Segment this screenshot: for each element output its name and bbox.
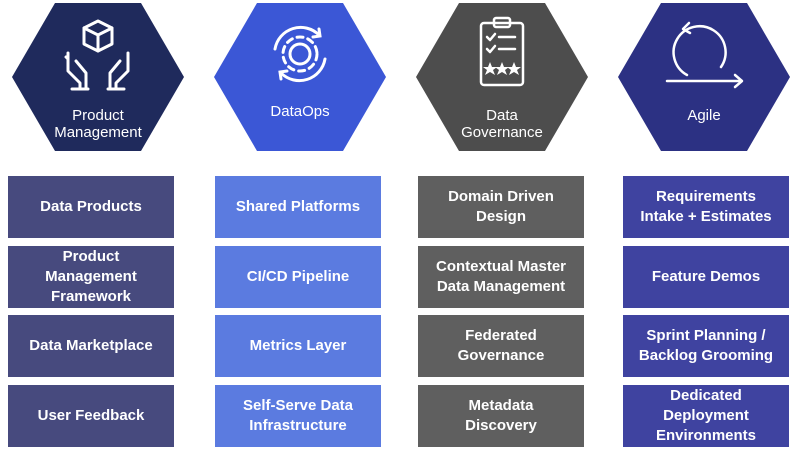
hexagon-product-management: Product Management <box>12 3 184 151</box>
card-federated-governance: Federated Governance <box>418 315 584 377</box>
column-product-management: Product Management Data Products Product… <box>8 0 188 460</box>
hexagon-title: DataOps <box>270 103 330 120</box>
column-agile: Agile Requirements Intake + Estimates Fe… <box>614 0 794 460</box>
card-domain-driven-design: Domain Driven Design <box>418 176 584 238</box>
card-self-serve-data-infrastructure: Self-Serve Data Infrastructure <box>215 385 381 447</box>
card-dedicated-deployment-environments: Dedicated Deployment Environments <box>623 385 789 447</box>
hexagon-data-governance: Data Governance <box>416 3 588 151</box>
hexagon-title: Data Governance <box>461 107 543 141</box>
agile-loop-icon <box>665 21 744 89</box>
card-shared-platforms: Shared Platforms <box>215 176 381 238</box>
hexagon-title: Agile <box>687 107 721 124</box>
card-sprint-planning-backlog-grooming: Sprint Planning / Backlog Grooming <box>623 315 789 377</box>
hexagon-dataops: DataOps <box>214 3 386 151</box>
card-ci-cd-pipeline: CI/CD Pipeline <box>215 246 381 308</box>
card-product-management-framework: Product Management Framework <box>8 246 174 308</box>
card-metadata-discovery: Metadata Discovery <box>418 385 584 447</box>
card-metrics-layer: Metrics Layer <box>215 315 381 377</box>
column-dataops: DataOps Shared Platforms CI/CD Pipeline … <box>210 0 390 460</box>
card-contextual-master-data-management: Contextual Master Data Management <box>418 246 584 308</box>
hands-box-icon <box>64 19 130 91</box>
hexagon-agile: Agile <box>618 3 790 151</box>
card-user-feedback: User Feedback <box>8 385 174 447</box>
card-data-marketplace: Data Marketplace <box>8 315 174 377</box>
gear-cycle-icon <box>273 25 327 83</box>
card-data-products: Data Products <box>8 176 174 238</box>
card-requirements-intake-estimates: Requirements Intake + Estimates <box>623 176 789 238</box>
hexagon-title: Product Management <box>54 107 142 141</box>
clipboard-checklist-icon <box>479 16 525 87</box>
column-data-governance: Data Governance Domain Driven Design Con… <box>412 0 592 460</box>
card-feature-demos: Feature Demos <box>623 246 789 308</box>
